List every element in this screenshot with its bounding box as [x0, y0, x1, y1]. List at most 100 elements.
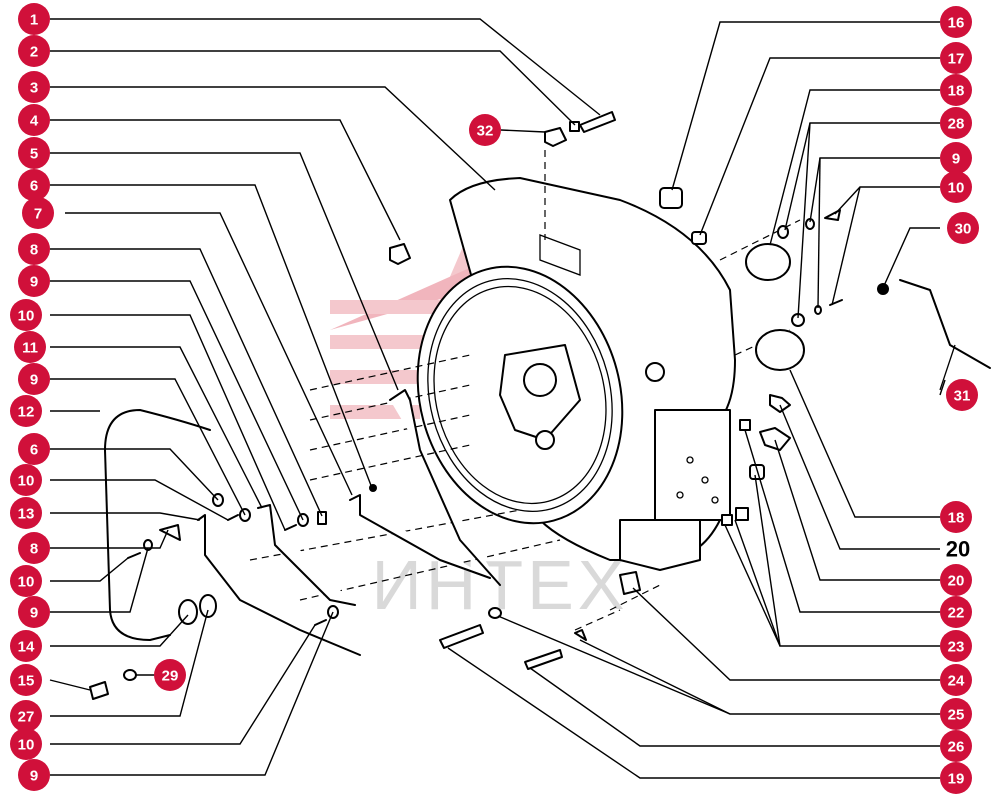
callout-badge-left-5: 6 — [18, 169, 50, 201]
callout-badge-circle — [940, 730, 972, 762]
callout-badge-circle — [18, 363, 50, 395]
callout-badge-circle — [10, 728, 42, 760]
callout-badge-label: 24 — [948, 673, 965, 690]
callout-badge-left-6: 7 — [22, 197, 54, 229]
callout-badge-label: 8 — [30, 242, 38, 259]
callout-badge-circle — [10, 565, 42, 597]
callout-badge-circle — [14, 331, 46, 363]
callout-badge-circle — [940, 501, 972, 533]
callout-badge-circle — [940, 171, 972, 203]
callout-badge-label: 17 — [948, 51, 965, 68]
callout-badge-circle — [946, 379, 978, 411]
callout-badge-label: 9 — [30, 274, 38, 291]
callout-badge-left-21: 27 — [10, 700, 42, 732]
callout-badge-right-6: 30 — [947, 212, 979, 244]
callout-badge-circle — [940, 762, 972, 794]
callout-badge-circle — [10, 630, 42, 662]
callout-badge-label: 9 — [952, 151, 960, 168]
callout-badge-label: 16 — [948, 15, 965, 32]
callout-badge-circle — [18, 137, 50, 169]
callout-badge-right-3: 28 — [940, 107, 972, 139]
callout-badge-left-15: 13 — [10, 497, 42, 529]
callout-badge-right-5: 10 — [940, 171, 972, 203]
callout-badge-circle — [18, 104, 50, 136]
callout-badge-label: 6 — [30, 442, 38, 459]
callout-badge-circle — [18, 169, 50, 201]
callout-badge-right-11: 22 — [940, 596, 972, 628]
callout-badge-label: 27 — [18, 709, 35, 726]
callout-badge-left-0: 1 — [18, 3, 50, 35]
callout-badge-label: 9 — [30, 372, 38, 389]
callout-badge-label: 18 — [948, 510, 965, 527]
callout-badge-label: 22 — [948, 605, 965, 622]
callout-badge-circle — [947, 212, 979, 244]
callout-badge-circle — [940, 564, 972, 596]
callout-badge-circle — [10, 395, 42, 427]
callout-badge-label: 6 — [30, 178, 38, 195]
callout-badge-label: 9 — [30, 768, 38, 785]
callout-badge-circle — [10, 464, 42, 496]
callout-badge-circle — [18, 433, 50, 465]
leader-lines — [49, 18, 946, 779]
callout-badge-circle — [18, 759, 50, 791]
callout-badge-circle — [18, 71, 50, 103]
callout-badge-label: 7 — [34, 206, 42, 223]
callout-badge-label: 18 — [948, 83, 965, 100]
callout-badge-left-3: 4 — [18, 104, 50, 136]
callout-badge-label: 12 — [18, 404, 35, 421]
callout-badge-left-13: 6 — [18, 433, 50, 465]
callout-badge-label: 30 — [955, 221, 972, 238]
callout-badge-right-4: 9 — [940, 142, 972, 174]
callout-badge-circle — [469, 114, 501, 146]
callout-badge-label: 4 — [30, 113, 39, 130]
callout-badge-circle — [18, 233, 50, 265]
callout-badge-label: 3 — [30, 80, 38, 97]
callout-badge-label: 10 — [18, 737, 35, 754]
callout-badge-label: 28 — [948, 116, 965, 133]
callout-badge-left-10: 11 — [14, 331, 46, 363]
plain-label-20: 20 — [946, 537, 970, 562]
callout-badge-left-19: 14 — [10, 630, 42, 662]
callout-badge-left-14: 10 — [10, 464, 42, 496]
callout-badge-label: 29 — [162, 668, 179, 685]
callout-badge-label: 10 — [18, 574, 35, 591]
callout-badge-right-12: 23 — [940, 630, 972, 662]
callout-badge-circle — [940, 107, 972, 139]
callout-badge-label: 26 — [948, 739, 965, 756]
callout-badge-left-2: 3 — [18, 71, 50, 103]
callout-badge-left-4: 5 — [18, 137, 50, 169]
callout-badge-circle — [154, 659, 186, 691]
callout-badge-right-2: 18 — [940, 74, 972, 106]
callout-badge-right-15: 26 — [940, 730, 972, 762]
callout-badge-left-17: 10 — [10, 565, 42, 597]
callout-badge-circle — [10, 299, 42, 331]
callout-badge-left-23: 9 — [18, 759, 50, 791]
callout-badge-left-9: 10 — [10, 299, 42, 331]
callout-badge-label: 5 — [30, 146, 38, 163]
callout-badge-label: 2 — [30, 44, 38, 61]
callout-badge-right-13: 24 — [940, 664, 972, 696]
callout-badge-right-1: 17 — [940, 42, 972, 74]
callout-badge-label: 14 — [18, 639, 35, 656]
callout-badge-label: 10 — [18, 473, 35, 490]
callout-badge-label: 19 — [948, 771, 965, 788]
callout-badge-circle — [940, 142, 972, 174]
callout-badge-circle — [940, 6, 972, 38]
callout-badge-left-11: 9 — [18, 363, 50, 395]
callout-badge-left-16: 8 — [18, 532, 50, 564]
callout-badge-left-7: 8 — [18, 233, 50, 265]
callout-badge-left-1: 2 — [18, 35, 50, 67]
callout-badge-circle — [18, 265, 50, 297]
callout-badge-circle — [940, 630, 972, 662]
callout-badge-right-10: 20 — [940, 564, 972, 596]
callout-badge-label: 9 — [30, 605, 38, 622]
callout-badge-label: 13 — [18, 506, 35, 523]
callout-badge-circle — [10, 700, 42, 732]
callout-badge-circle — [940, 74, 972, 106]
callout-badge-circle — [10, 497, 42, 529]
callout-badge-circle — [18, 596, 50, 628]
callout-badge-label: 15 — [18, 673, 35, 690]
callout-badge-circle — [940, 698, 972, 730]
callout-badge-label: 10 — [948, 180, 965, 197]
